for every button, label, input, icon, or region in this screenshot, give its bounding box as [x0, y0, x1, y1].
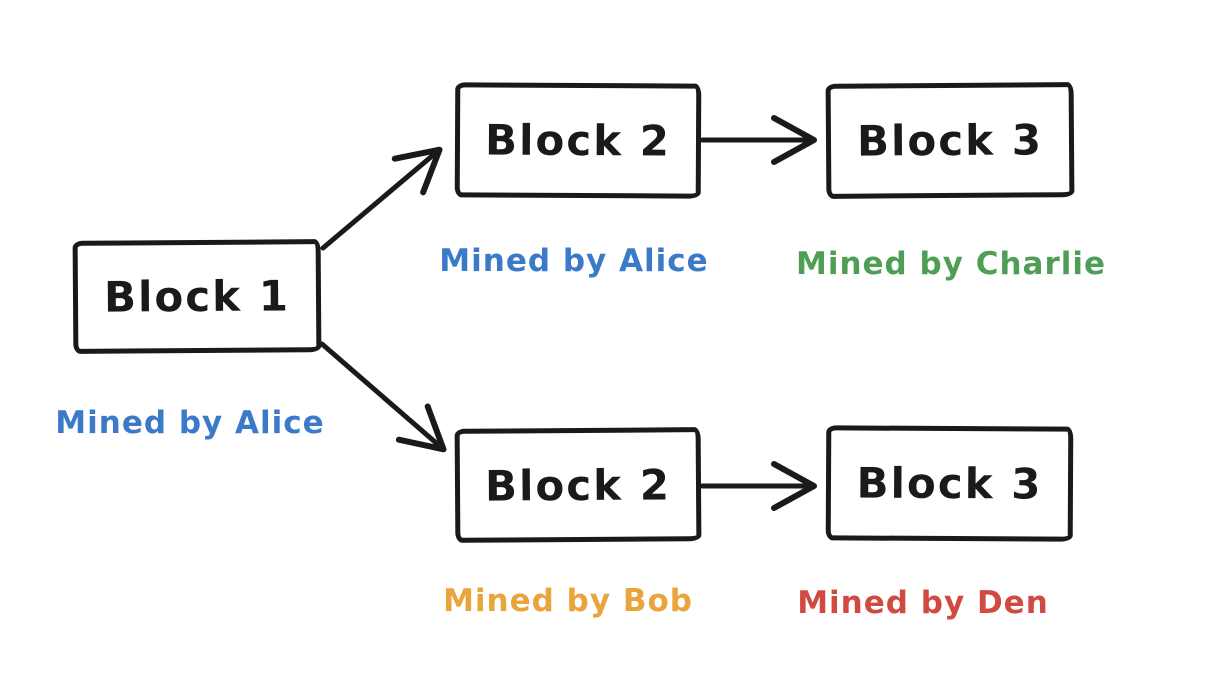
arrow-block1-to-block2-bottom [319, 341, 447, 453]
block-1-miner-label: Mined by Alice [55, 405, 325, 441]
block-3-top: Block 3 [825, 82, 1075, 199]
block-2-bottom: Block 2 [454, 427, 702, 543]
block-3-top-label: Block 3 [856, 115, 1044, 166]
block-2-top-miner-label: Mined by Alice [439, 243, 709, 279]
block-2-top: Block 2 [454, 82, 702, 199]
block-2-bottom-label: Block 2 [484, 459, 672, 511]
block-2-top-label: Block 2 [484, 115, 672, 166]
block-1-label: Block 1 [103, 271, 291, 322]
block-1: Block 1 [72, 239, 322, 354]
arrow-block1-to-block2-top [320, 146, 443, 251]
block-3-bottom-label: Block 3 [856, 458, 1043, 509]
block-3-top-miner-label: Mined by Charlie [795, 246, 1107, 282]
block-2-bottom-miner-label: Mined by Bob [443, 583, 693, 619]
block-3-bottom-miner-label: Mined by Den [797, 585, 1049, 621]
block-3-bottom: Block 3 [825, 425, 1074, 542]
